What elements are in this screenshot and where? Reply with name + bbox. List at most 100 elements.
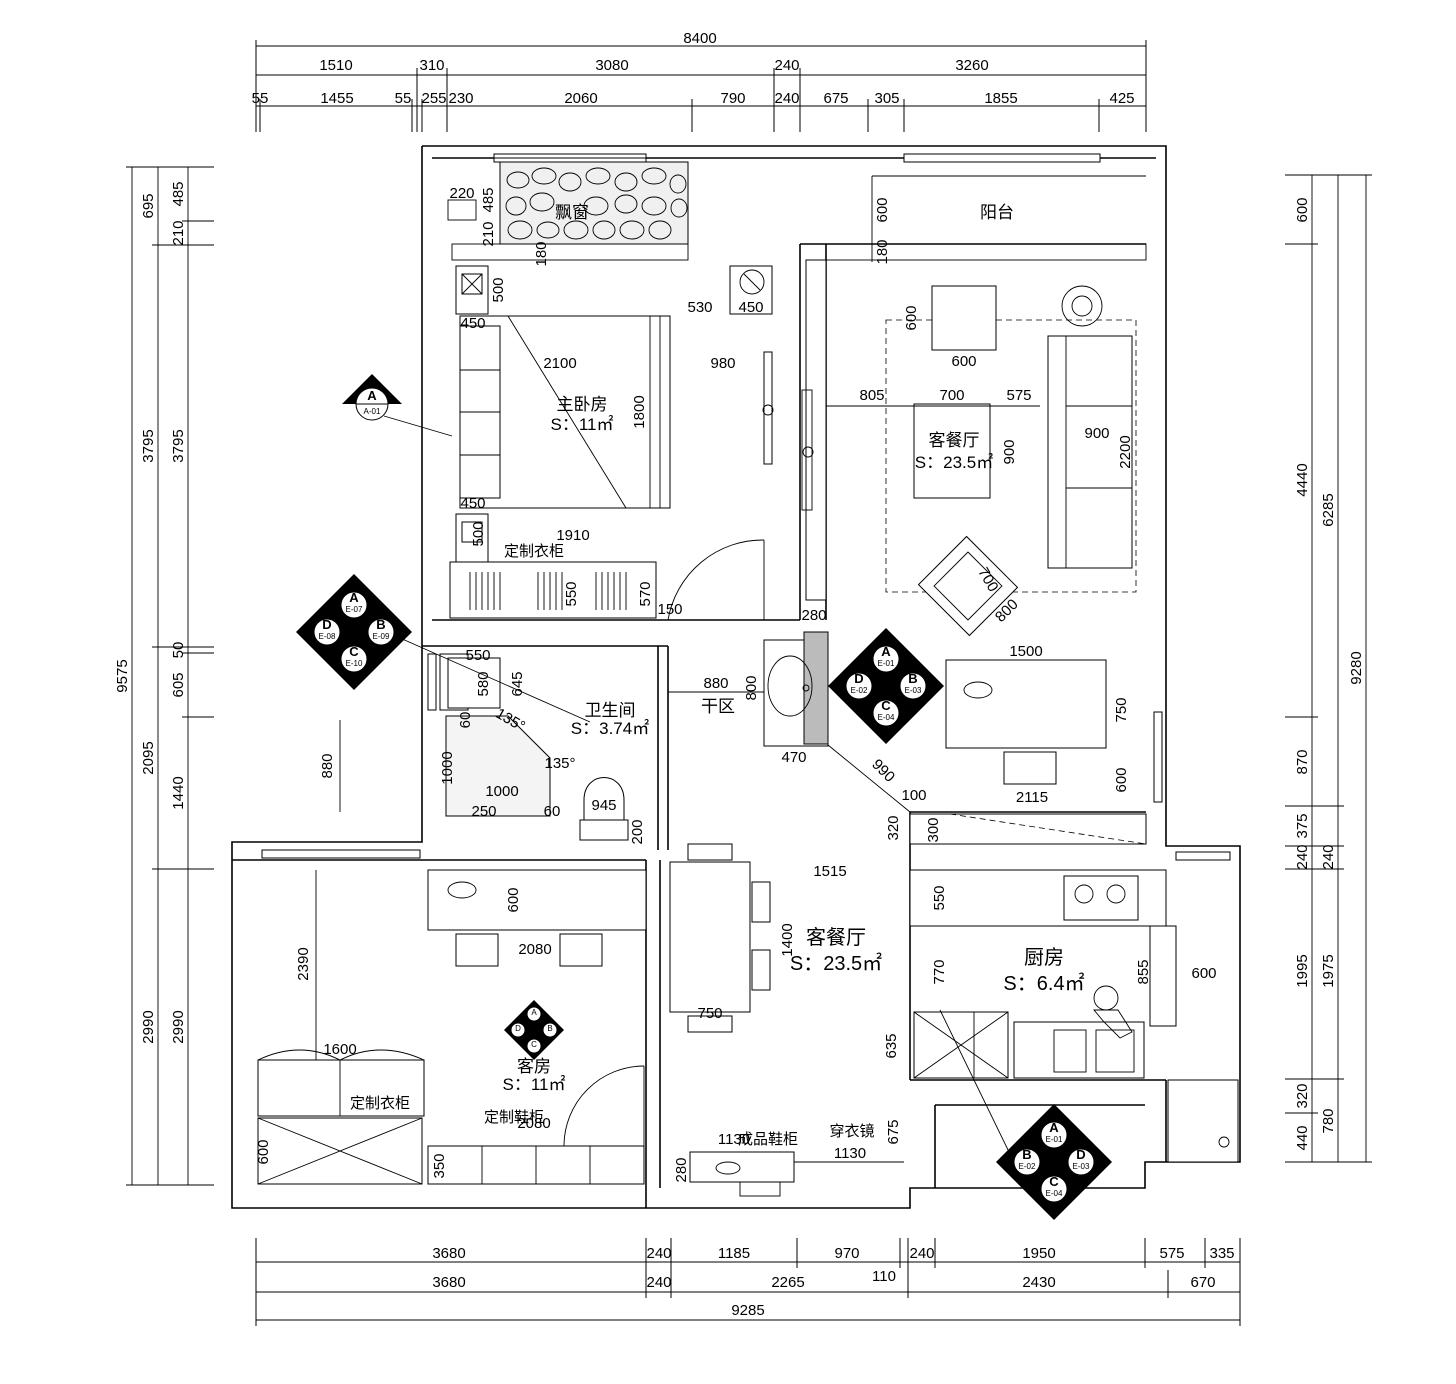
dim-left-mid: 3795	[140, 429, 157, 462]
dim-guest: 2080	[517, 1115, 550, 1132]
marker-letter: A	[349, 590, 359, 605]
dim-left-inner: 605	[170, 672, 187, 697]
bottom-dimensions: 3680 240 1185 970 240 1950 575 335 3680 …	[255, 1238, 1241, 1326]
dim-balcony: 600	[874, 197, 891, 222]
guest-room: 客房 S：11㎡ 600 2080 2390 1600 定制衣柜 定制鞋柜 20…	[255, 849, 647, 1185]
bay-window: 飘窗 220 485 210 180	[447, 153, 689, 267]
elevation-marker-kitchen: A E-01 B E-02 D E-03 C E-04	[996, 1104, 1112, 1220]
living-upper-name: 客餐厅	[929, 431, 980, 450]
dim-right-inner: 375	[1294, 813, 1311, 838]
bathroom-name: 卫生间	[585, 701, 636, 720]
guest-room-name: 客房	[517, 1057, 551, 1076]
dim-bottom-r2: 240	[646, 1274, 671, 1291]
dim-bath: 580	[475, 671, 492, 696]
dim-top-r3: 55	[252, 90, 269, 107]
marker-letter: A	[1049, 1120, 1059, 1135]
marker-code: E-01	[1046, 1135, 1063, 1144]
dim-living: 575	[1006, 387, 1031, 404]
dim-master: 150	[657, 601, 682, 618]
dim-top-total: 8400	[683, 30, 716, 47]
marker-code: E-02	[851, 686, 868, 695]
marker-letter: B	[1022, 1147, 1031, 1162]
dim-master: 450	[460, 495, 485, 512]
dim-bath: 1000	[485, 783, 518, 800]
dim-right-mid: 780	[1320, 1108, 1337, 1133]
marker-code: E-03	[1073, 1162, 1090, 1171]
dim-left-total: 9575	[114, 659, 131, 692]
marker-letter: A	[367, 388, 377, 403]
dim-bottom-r1: 335	[1209, 1245, 1234, 1262]
dim-top-r2: 310	[419, 57, 444, 74]
bathroom-area: S：3.74㎡	[571, 719, 649, 738]
dim-master: 450	[460, 315, 485, 332]
dressing-mirror-label: 穿衣镜	[829, 1122, 874, 1140]
dim-top-r3: 55	[395, 90, 412, 107]
marker-letter: C	[349, 644, 359, 659]
kitchen: 厨房 S：6.4㎡ 550 770 855 600 635	[883, 869, 1239, 1163]
marker-letter: D	[515, 1024, 521, 1033]
marker-code: E-01	[878, 659, 895, 668]
elevation-marker-guest: A D B C	[504, 1000, 564, 1060]
dim-bay: 220	[449, 185, 474, 202]
shoe-cabinet-entry-label: 成品鞋柜	[738, 1131, 798, 1148]
marker-letter: D	[854, 671, 863, 686]
top-dimensions: 8400 1510 310 3080 240 3260 55 1455 55 2…	[252, 30, 1147, 132]
dim-bottom-r1: 1185	[718, 1245, 750, 1262]
marker-letter: B	[908, 671, 917, 686]
dim-master: 1800	[631, 395, 648, 428]
dim-top-r3: 305	[874, 90, 899, 107]
dim-dry: 880	[703, 675, 728, 692]
dim-left-mid: 2095	[140, 741, 157, 774]
dim-master: 570	[637, 581, 654, 606]
bathroom: 卫生间 S：3.74㎡ 550 580 645 60 135° 135° 100…	[439, 647, 649, 845]
section-marker-a01: A A-01	[342, 374, 453, 437]
dim-bay: 210	[480, 221, 497, 246]
dim-master: 1910	[556, 527, 589, 544]
dim-bath: 60	[457, 712, 474, 729]
dim-bottom-r1: 240	[646, 1245, 671, 1262]
dim-left-inner: 210	[170, 220, 187, 245]
dim-left-inner: 2990	[170, 1010, 187, 1043]
dim-top-r2: 3260	[955, 57, 988, 74]
dim-right-mid: 240	[1320, 844, 1337, 869]
marker-letter: A	[531, 1008, 537, 1017]
dim-bottom-r2: 670	[1190, 1274, 1215, 1291]
dim-right-mid: 6285	[1320, 493, 1337, 526]
dim-top-r2: 1510	[319, 57, 352, 74]
dim-living: 805	[859, 387, 884, 404]
guest-room-area: S：11㎡	[503, 1075, 566, 1094]
dim-bath: 945	[591, 797, 616, 814]
dim-guest: 2080	[518, 941, 551, 958]
dim-bath: 60	[544, 803, 561, 820]
dim-bath: 550	[465, 647, 490, 664]
master-bedroom-name: 主卧房	[557, 395, 608, 414]
dim-top-r2: 3080	[595, 57, 628, 74]
marker-code: E-02	[1019, 1162, 1036, 1171]
bay-window-label: 飘窗	[555, 203, 589, 222]
right-dimensions: 600 4440 870 375 240 1995 320 440 6285 2…	[1285, 174, 1372, 1163]
dim-right-inner: 440	[1294, 1125, 1311, 1150]
marker-letter: D	[322, 617, 331, 632]
dim-guest: 600	[255, 1139, 272, 1164]
dim-top-r3: 240	[774, 90, 799, 107]
dim-bay: 180	[533, 241, 550, 266]
dim-bottom-r1: 970	[834, 1245, 859, 1262]
dim-living-lower: 1130	[834, 1145, 866, 1162]
dim-dining: 320	[885, 815, 902, 840]
living-dining-lower: 客餐厅 S：23.5㎡ 1515 1400 750 1130 成品鞋柜 穿衣镜 …	[669, 843, 904, 1197]
dim-bath: 1000	[439, 751, 456, 784]
dim-living: 600	[951, 353, 976, 370]
dim-top-r3: 1855	[984, 90, 1017, 107]
dim-living-lower: 750	[697, 1005, 722, 1022]
dim-top-r3: 1455	[320, 90, 353, 107]
dim-right-inner: 4440	[1294, 463, 1311, 496]
dim-dining: 600	[1113, 767, 1130, 792]
dim-bottom-r1: 240	[909, 1245, 934, 1262]
dim-bay: 485	[480, 187, 497, 212]
elevation-marker-living: A E-01 D E-02 B E-03 C E-04	[828, 628, 944, 744]
dry-zone-label: 干区	[701, 697, 735, 716]
dry-zone: 880 干区 800 470 880	[319, 631, 829, 812]
dim-bath: 645	[509, 671, 526, 696]
dim-top-r3: 425	[1109, 90, 1134, 107]
kitchen-area: S：6.4㎡	[1003, 971, 1084, 995]
